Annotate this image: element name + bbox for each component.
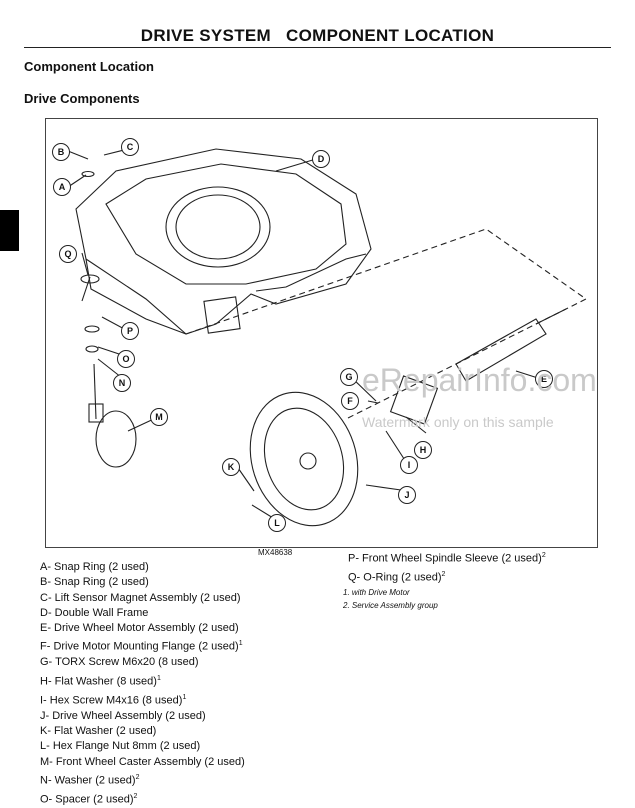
legend-item: L- Hex Flange Nut 8mm (2 used) bbox=[40, 740, 201, 753]
figure-id: MX48638 bbox=[258, 548, 293, 557]
legend-item: H- Flat Washer (8 used)1 bbox=[40, 674, 161, 688]
caster-wheel-shape bbox=[95, 410, 137, 468]
callout-F: F bbox=[341, 392, 359, 410]
footnotes: 1. with Drive Motor 2. Service Assembly … bbox=[343, 586, 438, 612]
watermark: eRepairInfo.com bbox=[362, 362, 597, 398]
legend-item: J- Drive Wheel Assembly (2 used) bbox=[40, 709, 206, 722]
callout-J: J bbox=[398, 486, 416, 504]
callout-Q: Q bbox=[59, 245, 77, 263]
callout-M: M bbox=[150, 408, 168, 426]
double-wall-frame bbox=[75, 148, 372, 335]
legend-item: K- Flat Washer (2 used) bbox=[40, 724, 157, 737]
section-heading: Component Location bbox=[24, 59, 154, 74]
diagram-drawing bbox=[67, 146, 588, 527]
legend-item: B- Snap Ring (2 used) bbox=[40, 576, 149, 589]
callout-B: B bbox=[52, 143, 70, 161]
callout-D: D bbox=[312, 150, 330, 168]
callout-A: A bbox=[53, 178, 71, 196]
legend-item: A- Snap Ring (2 used) bbox=[40, 561, 149, 573]
legend-item: Q- O-Ring (2 used)2 bbox=[348, 570, 446, 584]
callout-H: H bbox=[414, 441, 432, 459]
callout-I: I bbox=[400, 456, 418, 474]
footnote: 2. Service Assembly group bbox=[343, 601, 438, 610]
legend-item: D- Double Wall Frame bbox=[40, 606, 149, 619]
legend-item: O- Spacer (2 used)2 bbox=[40, 792, 138, 806]
legend-item: N- Washer (2 used)2 bbox=[40, 773, 140, 787]
legend-item: I- Hex Screw M4x16 (8 used)1 bbox=[40, 693, 187, 707]
legend-item: G- TORX Screw M6x20 (8 used) bbox=[40, 656, 199, 669]
exploded-diagram bbox=[45, 118, 598, 548]
drive-motor-shape bbox=[455, 318, 547, 382]
page-tab-marker bbox=[0, 210, 19, 251]
page-title: DRIVE SYSTEM COMPONENT LOCATION bbox=[140, 26, 495, 45]
legend-item: M- Front Wheel Caster Assembly (2 used) bbox=[40, 755, 245, 768]
title-rule bbox=[24, 47, 611, 48]
callout-L: L bbox=[268, 514, 286, 532]
callout-G: G bbox=[340, 368, 358, 386]
callout-E: E bbox=[535, 370, 553, 388]
callout-C: C bbox=[121, 138, 139, 156]
legend-left: A- Snap Ring (2 used) B- Snap Ring (2 us… bbox=[40, 560, 245, 808]
callout-O: O bbox=[117, 350, 135, 368]
legend-item: C- Lift Sensor Magnet Assembly (2 used) bbox=[40, 591, 241, 604]
watermark-subtext: Watermark only on this sample bbox=[362, 414, 554, 430]
callout-P: P bbox=[121, 322, 139, 340]
subsection-heading: Drive Components bbox=[24, 91, 140, 106]
callout-N: N bbox=[113, 374, 131, 392]
footnote: 1. with Drive Motor bbox=[343, 588, 410, 597]
legend-right: P- Front Wheel Spindle Sleeve (2 used)2 … bbox=[348, 548, 546, 586]
legend-item: P- Front Wheel Spindle Sleeve (2 used)2 bbox=[348, 552, 546, 565]
legend-item: F- Drive Motor Mounting Flange (2 used)1 bbox=[40, 640, 243, 654]
drive-wheel-shape bbox=[249, 391, 359, 527]
legend-item: E- Drive Wheel Motor Assembly (2 used) bbox=[40, 622, 239, 635]
callout-K: K bbox=[222, 458, 240, 476]
